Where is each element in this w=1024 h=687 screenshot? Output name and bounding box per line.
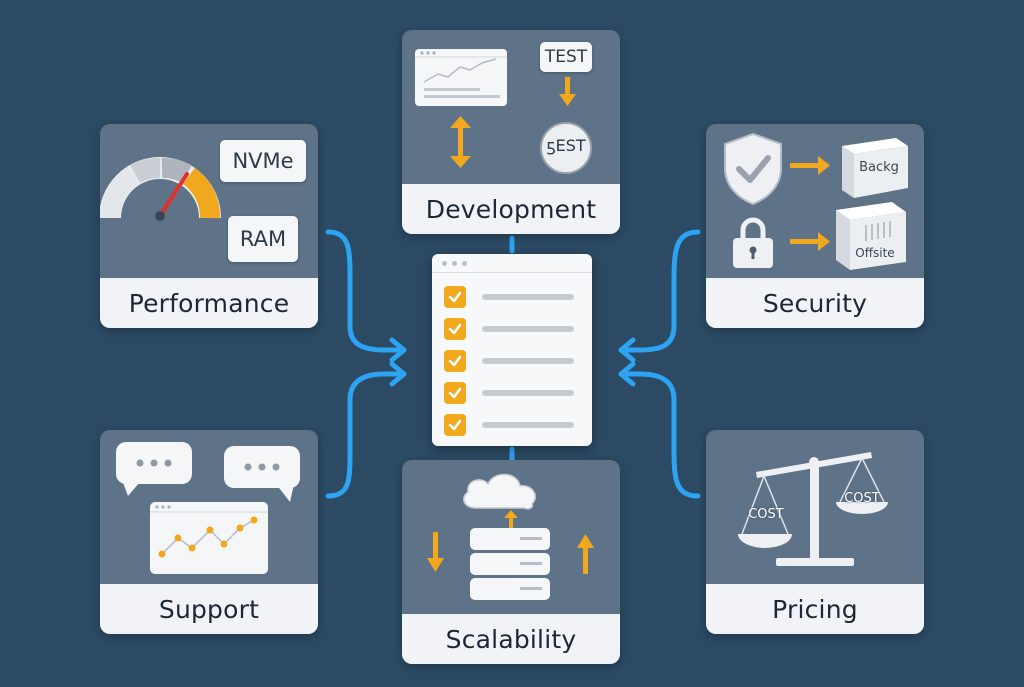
checkbox-checked-icon bbox=[444, 318, 466, 340]
arrowhead-support bbox=[389, 361, 407, 387]
cost-label-left: COST bbox=[748, 507, 784, 522]
chat-bubble-icon bbox=[224, 446, 300, 502]
window-dot bbox=[462, 260, 467, 266]
scalability-illustration bbox=[427, 473, 594, 600]
security-illustration bbox=[724, 132, 908, 270]
scalability-card: Scalability bbox=[402, 460, 620, 664]
window-dot bbox=[442, 260, 447, 266]
pricing-illustration bbox=[738, 452, 888, 566]
nvme-tag: NVMe bbox=[220, 140, 306, 182]
cost-label-right: COST bbox=[844, 491, 880, 506]
checklist-item bbox=[432, 409, 592, 441]
connector-support bbox=[325, 371, 406, 499]
down-arrow-icon bbox=[559, 77, 576, 106]
up-arrow-icon bbox=[577, 534, 594, 574]
backup-box-label: Backg bbox=[859, 160, 899, 175]
arrowhead-performance bbox=[389, 337, 407, 363]
checklist-line bbox=[482, 390, 574, 396]
support-illustration bbox=[116, 442, 300, 574]
connector-security bbox=[619, 229, 701, 353]
up-arrow-icon bbox=[504, 510, 518, 528]
scalability-label: Scalability bbox=[402, 614, 620, 664]
pricing-card: COST COST Pricing bbox=[706, 430, 924, 634]
padlock-icon bbox=[733, 217, 773, 268]
backup-box-icon bbox=[842, 138, 908, 198]
checklist-line bbox=[482, 294, 574, 300]
support-label: Support bbox=[100, 584, 318, 634]
checklist-line bbox=[482, 326, 574, 332]
test-badge-label: ƽEST bbox=[546, 136, 586, 155]
performance-label: Performance bbox=[100, 278, 318, 328]
development-illustration bbox=[415, 49, 592, 174]
performance-card: NVMe RAM Performance bbox=[100, 124, 318, 328]
speedometer-icon bbox=[100, 157, 221, 221]
development-label: Development bbox=[402, 184, 620, 234]
checklist-line bbox=[482, 358, 574, 364]
connector-pricing bbox=[619, 371, 701, 499]
pricing-label: Pricing bbox=[706, 584, 924, 634]
arrowhead-pricing bbox=[618, 361, 636, 387]
ram-tag: RAM bbox=[228, 216, 298, 262]
test-tag: TEST bbox=[540, 42, 592, 72]
right-arrow-icon bbox=[790, 232, 830, 251]
security-label: Security bbox=[706, 278, 924, 328]
checklist-line bbox=[482, 422, 574, 428]
chat-bubble-icon bbox=[116, 442, 192, 496]
test-badge-circle bbox=[540, 122, 592, 174]
vertical-double-arrow-icon bbox=[450, 116, 471, 168]
checkbox-checked-icon bbox=[444, 350, 466, 372]
checkbox-checked-icon bbox=[444, 382, 466, 404]
development-card: TEST ƽEST Development bbox=[402, 30, 620, 234]
dashboard-window-icon bbox=[415, 49, 507, 106]
checkbox-checked-icon bbox=[444, 414, 466, 436]
checklist-item bbox=[432, 377, 592, 409]
checkbox-checked-icon bbox=[444, 286, 466, 308]
support-card: Support bbox=[100, 430, 318, 634]
checklist-item bbox=[432, 313, 592, 345]
checklist-item bbox=[432, 345, 592, 377]
cloud-icon bbox=[463, 473, 536, 510]
offsite-box-label: Offsite bbox=[855, 246, 895, 260]
balance-scale-icon bbox=[738, 452, 888, 566]
checklist-item bbox=[432, 281, 592, 313]
security-card: Backg Offsite Security bbox=[706, 124, 924, 328]
connector-performance bbox=[325, 229, 406, 353]
shield-check-icon bbox=[724, 132, 782, 206]
down-arrow-icon bbox=[427, 532, 444, 572]
offsite-box-icon bbox=[836, 202, 906, 270]
checklist-window-bar bbox=[432, 254, 592, 273]
arrowhead-security bbox=[618, 337, 636, 363]
analytics-window-icon bbox=[150, 502, 268, 574]
checklist-document bbox=[432, 254, 592, 446]
window-dot bbox=[452, 260, 457, 266]
right-arrow-icon bbox=[790, 156, 830, 175]
server-stack-icon bbox=[470, 528, 550, 600]
performance-illustration bbox=[100, 157, 221, 221]
